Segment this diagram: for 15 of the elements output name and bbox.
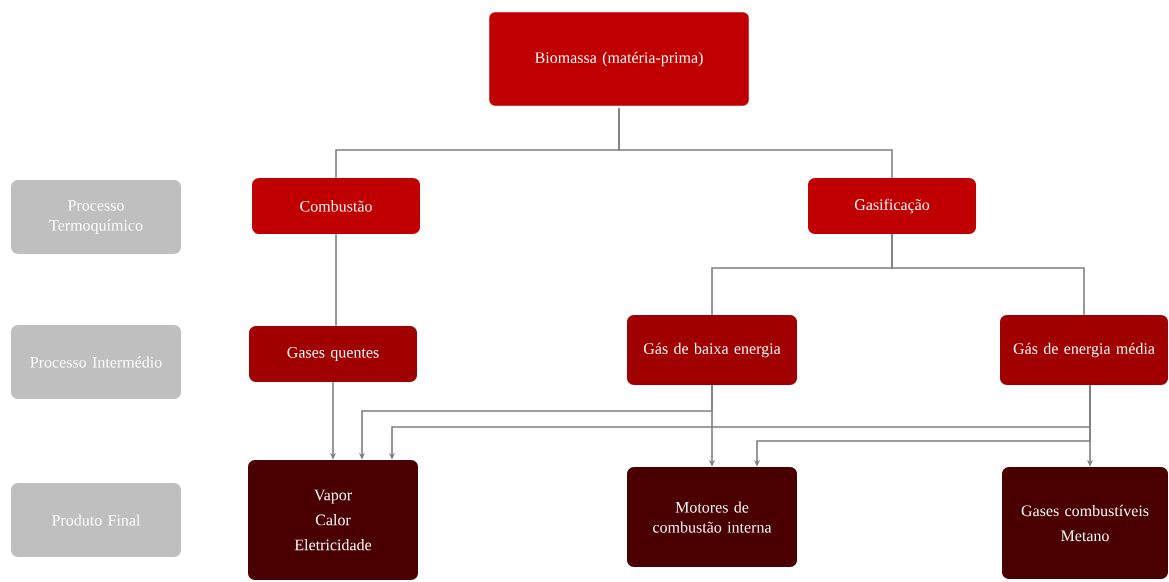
root-box: Biomassa (matéria-prima) (486, 9, 752, 109)
connector (891, 233, 1085, 316)
process-box: Gás de baixa energia (627, 315, 797, 385)
connector (335, 233, 337, 327)
level-label: Processo Termoquímico (11, 180, 181, 254)
product-box: Vapor Calor Eletricidade (248, 460, 418, 580)
product-box: Gases combustíveis Metano (1002, 467, 1168, 579)
process-box: Gasificação (808, 178, 976, 234)
product-box: Motores de combustão interna (627, 467, 797, 567)
process-box: Combustão (252, 178, 420, 234)
connector (618, 107, 893, 179)
level-label: Processo Intermédio (11, 325, 181, 399)
level-label: Produto Final (11, 483, 181, 557)
process-box: Gases quentes (249, 326, 417, 382)
process-box: Gás de energia média (1000, 315, 1168, 385)
